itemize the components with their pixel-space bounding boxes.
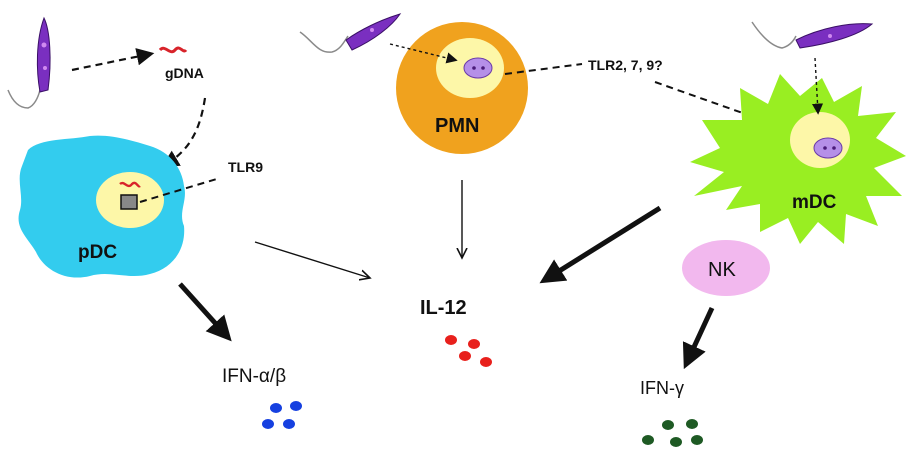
tlr-pointer-pmn xyxy=(504,63,583,75)
il12-molecules xyxy=(445,335,492,367)
gdna-label: gDNA xyxy=(165,65,204,81)
pmn-label: PMN xyxy=(435,115,479,137)
ifn-ab-label: IFN-α/β xyxy=(222,366,286,387)
arrow-parasite-to-gdna xyxy=(71,48,155,72)
pdc-label: pDC xyxy=(78,242,117,263)
il12-label: IL-12 xyxy=(420,297,467,319)
arrow-mdc-to-il12 xyxy=(539,205,662,284)
pmn-parasite xyxy=(463,57,493,79)
tlr9-pointer xyxy=(139,177,221,203)
nk-label: NK xyxy=(708,259,736,281)
ifn-g-molecules xyxy=(642,419,703,447)
parasite-icon-pmn xyxy=(299,13,402,53)
nk-cell xyxy=(682,240,770,296)
arrow-pdc-to-il12 xyxy=(254,241,370,278)
tlr9-endosome-icon xyxy=(119,181,141,210)
arrow-gdna-to-pdc xyxy=(161,97,207,168)
arrow-pdc-to-ifnab xyxy=(178,282,232,342)
dna-fragment-icon xyxy=(158,46,188,54)
ifn-ab-molecules xyxy=(262,401,302,429)
tlr2-7-9-label: TLR2, 7, 9? xyxy=(588,57,663,73)
arrow-parasite-into-pmn xyxy=(389,43,458,64)
mdc-label: mDC xyxy=(792,192,837,213)
tlr9-label: TLR9 xyxy=(228,159,263,175)
parasite-icon-mdc xyxy=(751,21,874,49)
ifn-g-label: IFN-γ xyxy=(640,378,684,398)
mdc-cell xyxy=(690,74,906,244)
arrow-nk-to-ifng xyxy=(682,306,715,370)
parasite-icon xyxy=(7,16,51,109)
mdc-parasite xyxy=(813,137,843,159)
